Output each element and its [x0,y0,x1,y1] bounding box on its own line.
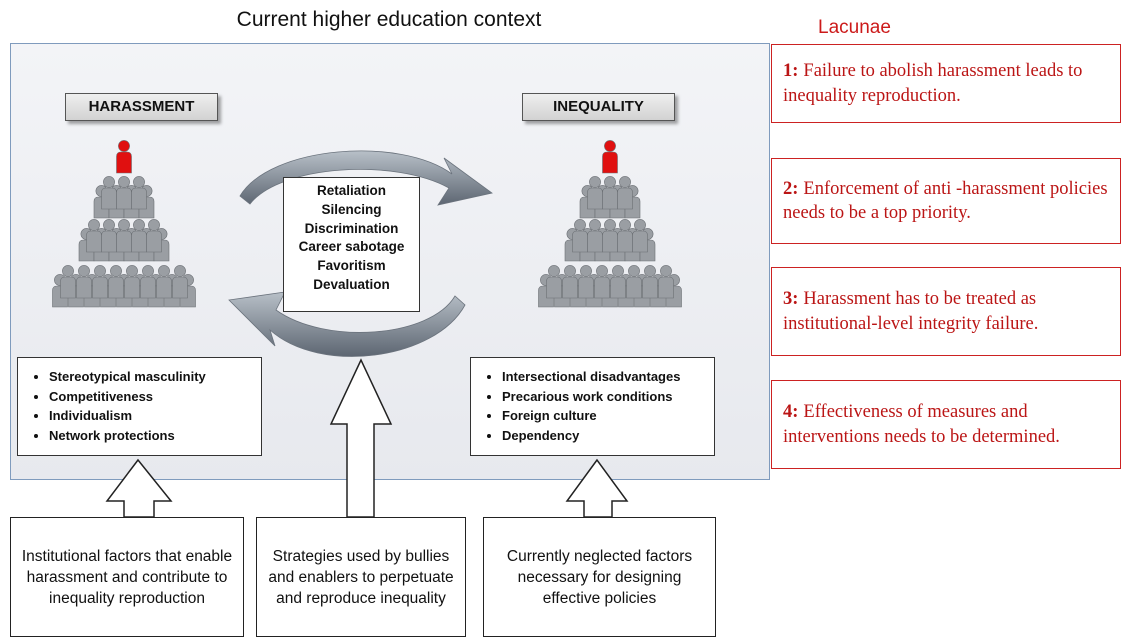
neglected-factors-text: Currently neglected factors necessary fo… [506,547,693,607]
person-figure [172,264,188,299]
harassment-factor: Competitiveness [49,387,261,407]
lacuna-number: 3: [783,289,799,309]
person-figure [92,264,108,299]
person-figure [60,264,76,299]
person-figure [546,264,562,299]
lacuna-number: 1: [783,61,799,81]
person-figure [594,264,610,299]
leader-figure [602,139,618,174]
person-figure [626,264,642,299]
harassment-factor: Network protections [49,426,261,446]
strategies-up-arrow [329,358,393,518]
person-figure [587,175,603,210]
person-figure [572,218,588,253]
institutional-up-arrow [105,458,173,518]
lacuna-text: Effectiveness of measures and interventi… [783,402,1060,447]
person-figure [131,175,147,210]
person-figure [578,264,594,299]
cycle-arrow-bottom [228,291,466,357]
strategy-item: Career sabotage [298,239,405,255]
lacuna-number: 4: [783,402,799,422]
strategy-item: Retaliation [316,183,386,198]
strategy-item: Favoritism [317,258,386,274]
strategies-description-text: Strategies used by bullies and enablers … [268,547,454,607]
person-figure [156,264,172,299]
strategies-description-box: Strategies used by bullies and enablers … [256,517,466,637]
lacuna-text: Failure to abolish harassment leads to i… [783,61,1083,106]
harassment-label: HARASSMENT [65,93,218,121]
neglected-factors-box: Currently neglected factors necessary fo… [483,517,716,637]
person-figure [562,264,578,299]
leader-figure [116,139,132,174]
strategy-item: Silencing [321,201,382,217]
institutional-factors-box: Institutional factors that enable harass… [10,517,244,637]
person-figure [76,264,92,299]
strategy-item: Devaluation [313,276,390,292]
person-figure [658,264,674,299]
person-figure [610,264,626,299]
person-figure [617,175,633,210]
harassment-factor: Individualism [49,406,261,426]
strategies-box: Retaliation Silencing Discrimination Car… [283,177,420,312]
person-figure [146,218,162,253]
person-figure [101,175,117,210]
person-figure [617,218,633,253]
lacuna-box-2: 2:Enforcement of anti -harassment polici… [771,158,1121,244]
strategy-item: Discrimination [304,220,399,236]
person-figure [116,218,132,253]
inequality-factor: Intersectional disadvantages [502,367,714,387]
lacuna-box-4: 4:Effectiveness of measures and interven… [771,380,1121,469]
lacuna-number: 2: [783,178,799,199]
inequality-factor: Precarious work conditions [502,387,714,407]
person-figure [642,264,658,299]
person-figure [131,218,147,253]
person-figure [116,175,132,210]
lacuna-box-1: 1:Failure to abolish harassment leads to… [771,44,1121,123]
person-figure [86,218,102,253]
person-figure [587,218,603,253]
inequality-factor: Foreign culture [502,406,714,426]
person-figure [602,175,618,210]
diagram-title: Current higher education context [236,8,542,31]
harassment-factors-box: Stereotypical masculinity Competitivenes… [17,357,262,456]
lacuna-text: Enforcement of anti -harassment policies… [783,178,1108,224]
lacuna-box-3: 3:Harassment has to be treated as instit… [771,267,1121,356]
inequality-label: INEQUALITY [522,93,675,121]
person-figure [108,264,124,299]
person-figure [101,218,117,253]
lacuna-text: Harassment has to be treated as institut… [783,289,1039,334]
person-figure [140,264,156,299]
inequality-people-pyramid [538,139,682,308]
harassment-people-pyramid [52,139,196,308]
person-figure [632,218,648,253]
inequality-factor: Dependency [502,426,714,446]
harassment-factor: Stereotypical masculinity [49,367,261,387]
person-figure [602,218,618,253]
person-figure [124,264,140,299]
neglected-up-arrow [565,458,629,518]
inequality-factors-box: Intersectional disadvantages Precarious … [470,357,715,456]
institutional-factors-text: Institutional factors that enable harass… [21,547,233,607]
lacunae-title: Lacunae [818,17,891,38]
